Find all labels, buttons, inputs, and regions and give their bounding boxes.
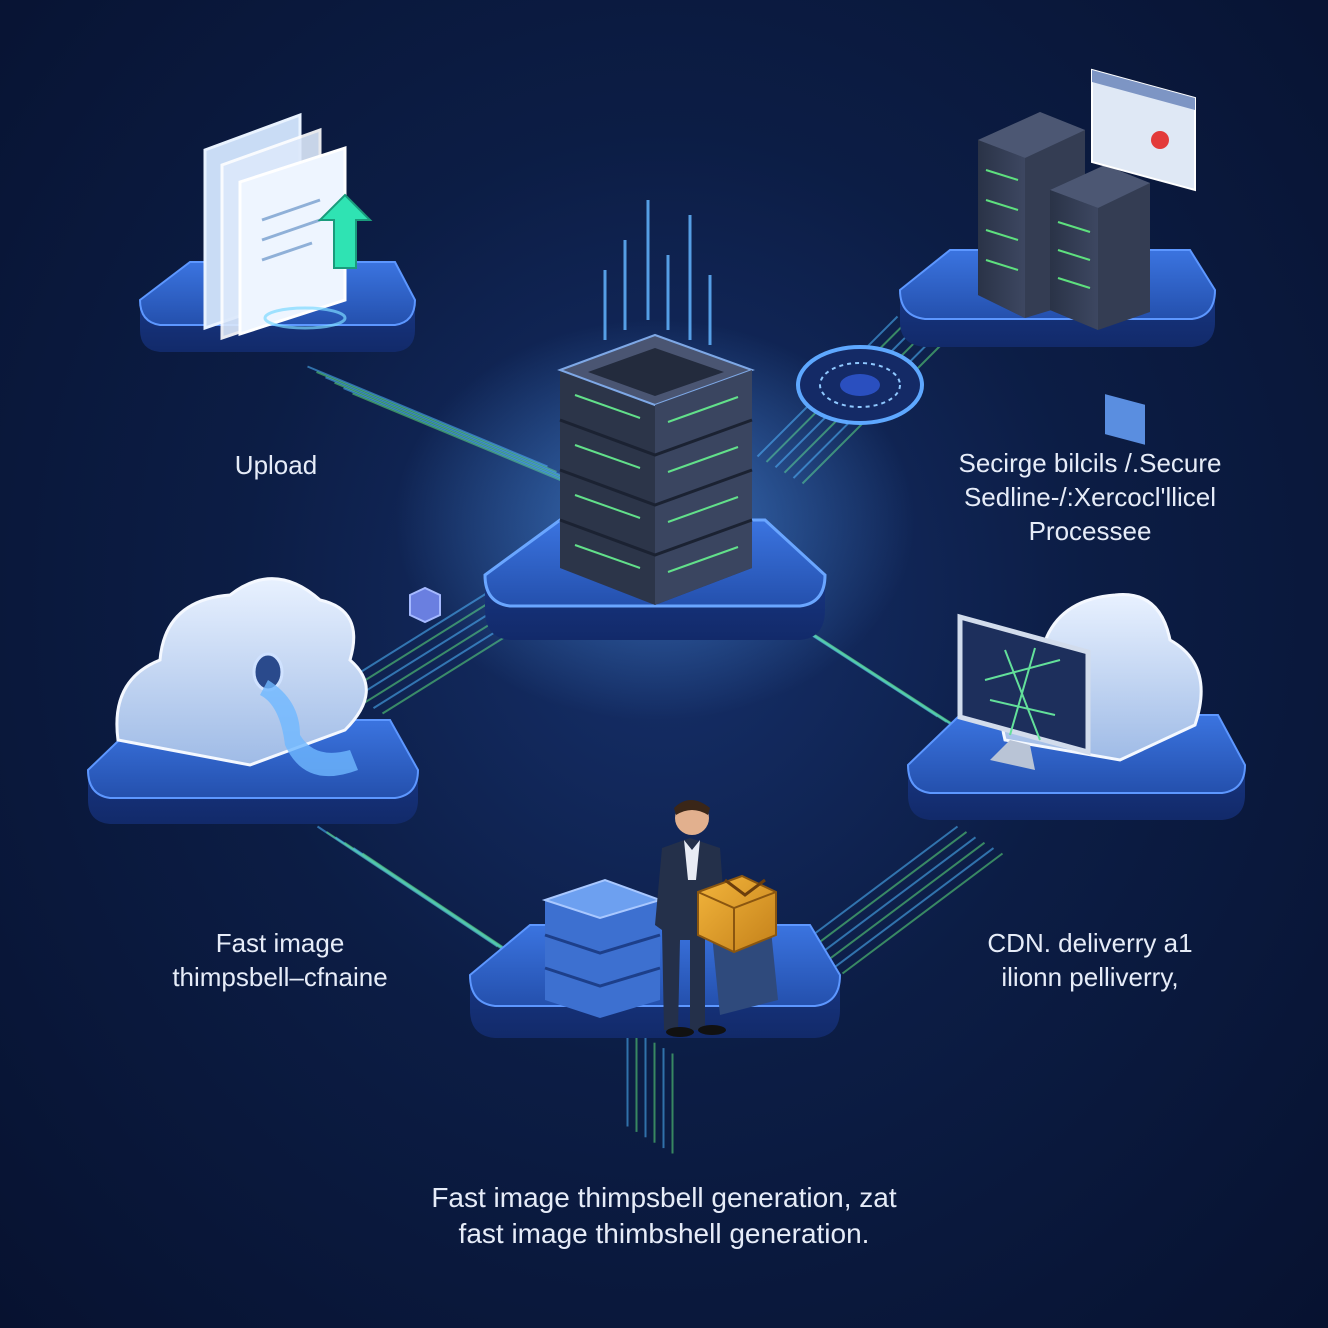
browser-window-icon: [1091, 68, 1196, 445]
bottom-caption: Fast image thimpsbell generation, zat fa…: [314, 1180, 1014, 1252]
connection-line: [841, 852, 1004, 975]
label-upload: Upload: [196, 448, 356, 482]
document-upload-icon: [203, 112, 373, 341]
label-thumbnail: Fast image thimpsbell–cfnaine: [110, 926, 450, 994]
data-beams: [603, 200, 712, 345]
label-cdn: CDN. deliverry a1 ilionn pelliverry,: [900, 926, 1280, 994]
thumbnail-node: [86, 577, 420, 824]
bottom-caption-line-1: Fast image thimpsbell generation, zat: [431, 1182, 897, 1213]
label-thumbnail-line-2: thimpsbell–cfnaine: [172, 962, 388, 992]
connection-line: [832, 847, 995, 969]
central-hub-node: [483, 200, 827, 640]
label-upload-text: Upload: [234, 450, 318, 480]
upload-node: [138, 112, 417, 352]
delivery-node: [468, 800, 842, 1038]
person-package-icon: [655, 800, 777, 1037]
server-rack-icon: [978, 112, 1150, 330]
bottom-caption-line-2: fast image thimbshell generation.: [458, 1218, 870, 1249]
connection-line: [814, 836, 977, 959]
storage-stack-icon: [541, 878, 664, 1018]
data-packet-icon: [409, 586, 441, 624]
label-secure-line-1: Secirge bilcils /.Secure: [958, 448, 1222, 478]
label-cdn-line-1: CDN. deliverry a1: [987, 928, 1193, 958]
encryption-ring-icon: [796, 345, 924, 425]
connection-line: [823, 841, 986, 964]
cloud-stream-icon: [115, 577, 368, 777]
secure-node: [898, 68, 1217, 445]
monitor-icon: [957, 613, 1091, 770]
label-cdn-line-2: ilionn pelliverry,: [1001, 962, 1179, 992]
central-server-icon: [557, 333, 755, 605]
connection-line: [796, 825, 959, 948]
label-secure: Secirge bilcils /.Secure Sedline-/:Xerco…: [900, 446, 1280, 548]
cdn-node: [906, 593, 1247, 820]
label-thumbnail-line-1: Fast image: [215, 928, 345, 958]
label-secure-line-3: Processee: [1028, 516, 1152, 546]
connection-line: [805, 831, 968, 953]
label-secure-line-2: Sedline-/:Xercocl'llicel: [963, 482, 1217, 512]
